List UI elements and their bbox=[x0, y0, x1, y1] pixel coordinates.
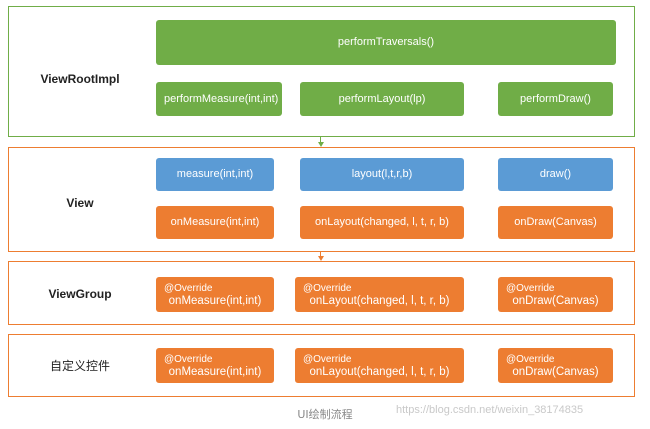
draw-box: draw() bbox=[498, 158, 613, 191]
custom-on-layout-override: @Override bbox=[303, 353, 352, 365]
custom-on-layout-text: onLayout(changed, l, t, r, b) bbox=[309, 365, 450, 378]
view-group-on-measure-override: @Override bbox=[164, 282, 213, 294]
custom-on-draw-box: @Override onDraw(Canvas) bbox=[498, 348, 613, 383]
custom-on-measure-override: @Override bbox=[164, 353, 213, 365]
custom-on-measure-box: @Override onMeasure(int,int) bbox=[156, 348, 274, 383]
perform-traversals-text: performTraversals() bbox=[337, 36, 435, 48]
view-group-on-draw-box: @Override onDraw(Canvas) bbox=[498, 277, 613, 312]
view-on-measure-text: onMeasure(int,int) bbox=[170, 216, 260, 228]
perform-traversals-box: performTraversals() bbox=[156, 20, 616, 65]
perform-draw-text: performDraw() bbox=[520, 92, 591, 105]
custom-on-measure-text: onMeasure(int,int) bbox=[168, 365, 262, 378]
layout-box: layout(l,t,r,b) bbox=[300, 158, 464, 191]
custom-on-draw-text: onDraw(Canvas) bbox=[512, 365, 599, 378]
view-on-draw-box: onDraw(Canvas) bbox=[498, 206, 613, 239]
view-group-label: ViewGroup bbox=[48, 287, 112, 301]
view-on-draw-text: onDraw(Canvas) bbox=[514, 216, 597, 228]
view-label: View bbox=[66, 196, 94, 210]
perform-layout-box: performLayout(lp) bbox=[300, 82, 464, 116]
layout-text: layout(l,t,r,b) bbox=[351, 168, 413, 180]
view-group-on-draw-override: @Override bbox=[506, 282, 555, 294]
view-group-on-layout-override: @Override bbox=[303, 282, 352, 294]
view-group-on-draw-text: onDraw(Canvas) bbox=[512, 294, 599, 307]
perform-draw-box: performDraw() bbox=[498, 82, 613, 116]
view-group-on-layout-text: onLayout(changed, l, t, r, b) bbox=[309, 294, 450, 307]
view-root-impl-label: ViewRootImpl bbox=[40, 72, 120, 86]
view-on-measure-box: onMeasure(int,int) bbox=[156, 206, 274, 239]
view-group-on-measure-box: @Override onMeasure(int,int) bbox=[156, 277, 274, 312]
measure-text: measure(int,int) bbox=[176, 168, 254, 180]
measure-box: measure(int,int) bbox=[156, 158, 274, 191]
view-on-layout-box: onLayout(changed, l, t, r, b) bbox=[300, 206, 464, 239]
perform-measure-text: performMeasure(int,int) bbox=[164, 92, 279, 105]
custom-on-draw-override: @Override bbox=[506, 353, 555, 365]
perform-measure-box: performMeasure(int,int) bbox=[156, 82, 282, 116]
perform-layout-text: performLayout(lp) bbox=[338, 92, 426, 105]
view-group-on-layout-box: @Override onLayout(changed, l, t, r, b) bbox=[295, 277, 464, 312]
view-on-layout-text: onLayout(changed, l, t, r, b) bbox=[315, 216, 449, 228]
view-group-on-measure-text: onMeasure(int,int) bbox=[168, 294, 262, 307]
diagram-caption: UI绘制流程 bbox=[297, 408, 353, 421]
source-watermark: https://blog.csdn.net/weixin_38174835 bbox=[396, 404, 584, 416]
draw-text: draw() bbox=[539, 168, 572, 180]
custom-on-layout-box: @Override onLayout(changed, l, t, r, b) bbox=[295, 348, 464, 383]
custom-view-label: 自定义控件 bbox=[49, 359, 110, 373]
